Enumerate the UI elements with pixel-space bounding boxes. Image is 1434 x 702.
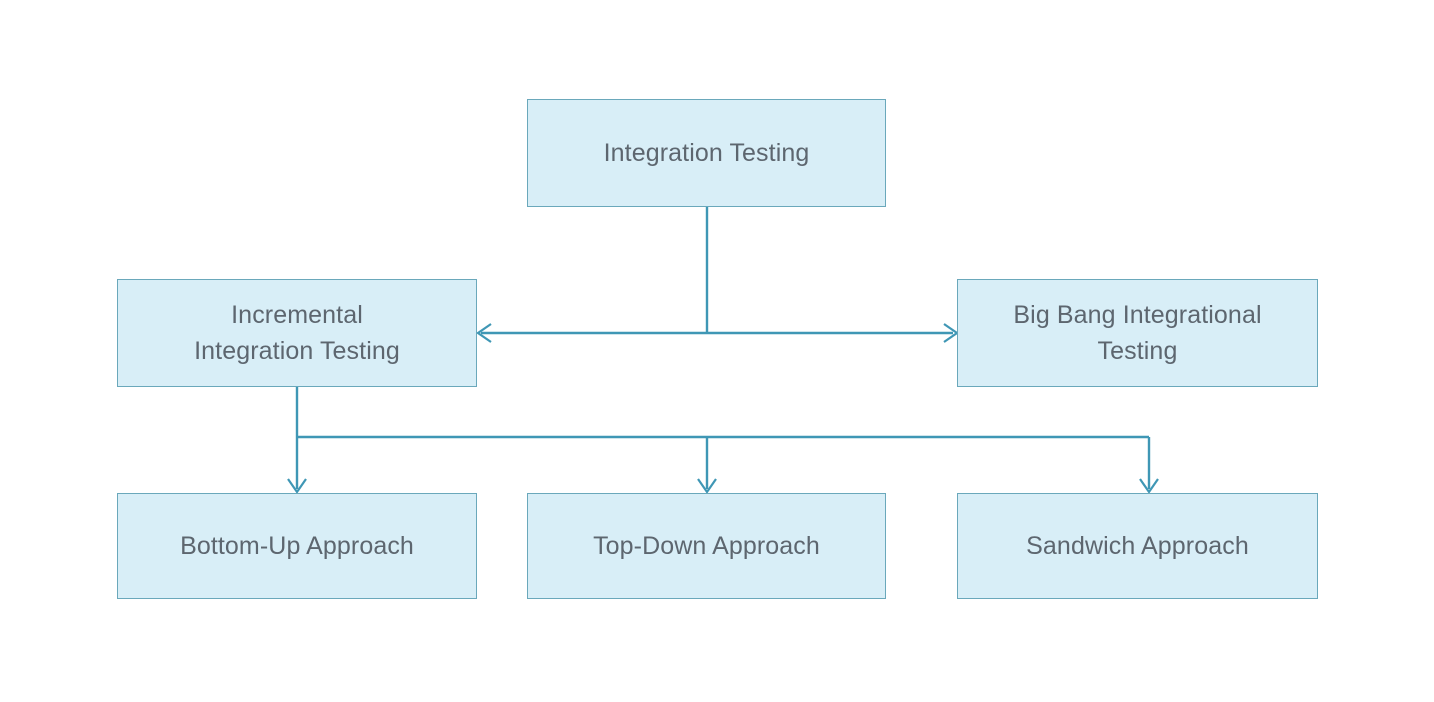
- arrowhead-sandwich: [1139, 478, 1159, 494]
- arrowhead-incremental: [476, 323, 492, 343]
- node-big-bang-integrational-testing[interactable]: Big Bang Integrational Testing: [957, 279, 1318, 387]
- node-integration-testing[interactable]: Integration Testing: [527, 99, 886, 207]
- node-top-down-approach[interactable]: Top-Down Approach: [527, 493, 886, 599]
- node-sandwich-approach[interactable]: Sandwich Approach: [957, 493, 1318, 599]
- node-label-top-down-approach: Top-Down Approach: [593, 531, 820, 560]
- node-label-integration-testing: Integration Testing: [603, 138, 810, 167]
- arrowhead-bigbang: [943, 323, 959, 343]
- arrowhead-top-down: [697, 478, 717, 494]
- node-label-incremental-integration-testing: Incremental Integration Testing: [194, 300, 400, 365]
- node-label-bottom-up-approach: Bottom-Up Approach: [180, 531, 414, 560]
- node-bottom-up-approach[interactable]: Bottom-Up Approach: [117, 493, 477, 599]
- node-label-sandwich-approach: Sandwich Approach: [1026, 531, 1249, 560]
- node-label-big-bang-integrational-testing: Big Bang Integrational Testing: [1013, 300, 1262, 365]
- arrowhead-bottom-up: [287, 478, 307, 494]
- node-incremental-integration-testing[interactable]: Incremental Integration Testing: [117, 279, 477, 387]
